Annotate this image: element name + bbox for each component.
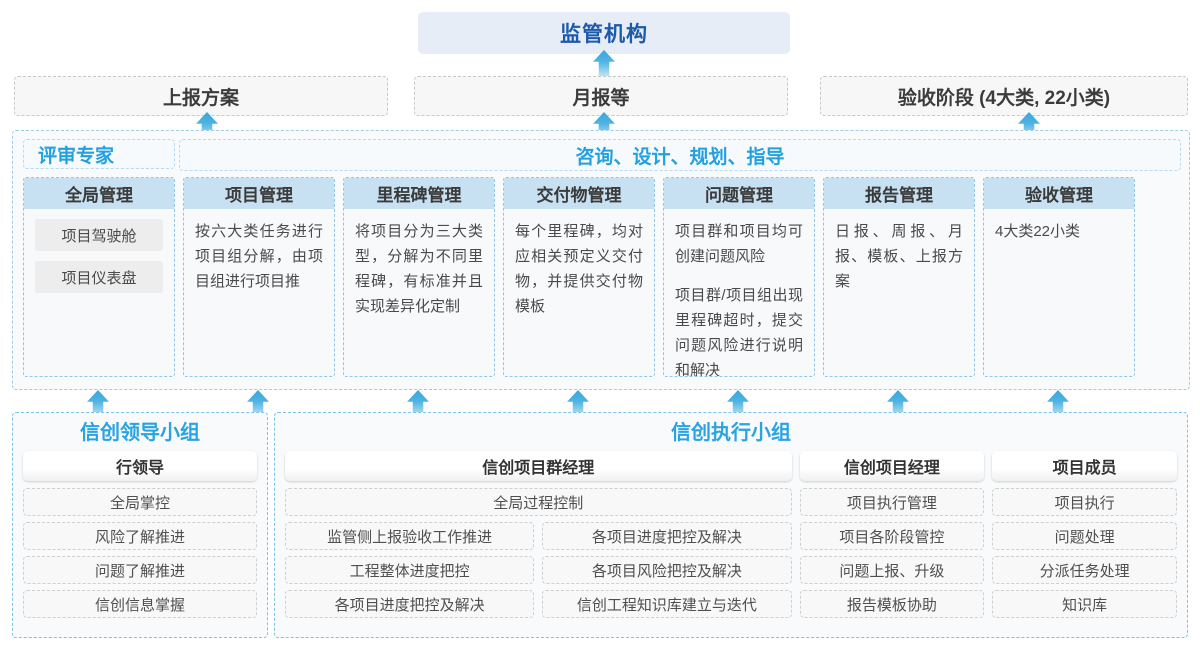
card-body: 4大类22小类 xyxy=(984,209,1134,244)
card-pill[interactable]: 项目驾驶舱 xyxy=(35,219,163,251)
role-item[interactable]: 项目执行 xyxy=(992,488,1177,516)
column-project-manager: 信创项目经理 项目执行管理 项目各阶段管控 问题上报、升级 报告模板协助 xyxy=(799,451,985,624)
regulator-label: 监管机构 xyxy=(560,23,648,46)
role-item[interactable]: 问题了解推进 xyxy=(23,556,257,584)
role-item[interactable]: 报告模板协助 xyxy=(799,590,985,618)
role-item[interactable]: 知识库 xyxy=(992,590,1177,618)
card-body: 项目驾驶舱 项目仪表盘 xyxy=(24,209,174,293)
role-item[interactable]: 项目各阶段管控 xyxy=(799,522,985,550)
execution-columns: 信创项目群经理 全局过程控制 监管侧上报验收工作推进 工程整体进度把控 各项目进… xyxy=(285,451,1177,624)
card-desc: 4大类22小类 xyxy=(995,223,1081,240)
section-label-review-experts: 评审专家 xyxy=(23,139,175,169)
card-title: 全局管理 xyxy=(24,178,174,209)
card-title: 报告管理 xyxy=(824,178,974,209)
card-body: 按六大类任务进行项目组分解，由项目组进行项目推 xyxy=(184,209,334,294)
leading-group-panel: 信创领导小组 行领导 全局掌控 风险了解推进 问题了解推进 信创信息掌握 xyxy=(12,412,268,638)
capability-card-issue[interactable]: 问题管理 项目群和项目均可创建问题风险 项目群/项目组出现里程碑超时，提交问题风… xyxy=(663,177,815,377)
deliverable-box-monthly: 月报等 xyxy=(414,76,788,116)
leading-group-title: 信创领导小组 xyxy=(80,422,200,444)
card-desc: 将项目分为三大类型，分解为不同里程碑，有标准并且实现差异化定制 xyxy=(355,223,483,315)
deliverable-box-plan: 上报方案 xyxy=(14,76,388,116)
role-item[interactable]: 全局过程控制 xyxy=(285,488,792,516)
role-item[interactable]: 各项目进度把控及解决 xyxy=(285,590,535,618)
deliverable-label-2: 验收阶段 (4大类, 22小类) xyxy=(897,87,1111,109)
role-item[interactable]: 问题处理 xyxy=(992,522,1177,550)
card-title: 里程碑管理 xyxy=(344,178,494,209)
capability-card-milestone[interactable]: 里程碑管理 将项目分为三大类型，分解为不同里程碑，有标准并且实现差异化定制 xyxy=(343,177,495,377)
role-item[interactable]: 问题上报、升级 xyxy=(799,556,985,584)
capability-card-report[interactable]: 报告管理 日报、周报、月报、模板、上报方案 xyxy=(823,177,975,377)
role-item[interactable]: 信创信息掌握 xyxy=(23,590,257,618)
card-desc: 按六大类任务进行项目组分解，由项目组进行项目推 xyxy=(195,223,323,290)
program-manager-left-list: 监管侧上报验收工作推进 工程整体进度把控 各项目进度把控及解决 xyxy=(285,522,535,624)
column-project-member: 项目成员 项目执行 问题处理 分派任务处理 知识库 xyxy=(992,451,1177,624)
card-body: 每个里程碑，均对应相关预定义交付物，并提供交付物模板 xyxy=(504,209,654,319)
card-pill[interactable]: 项目仪表盘 xyxy=(35,261,163,293)
regulator-banner: 监管机构 xyxy=(418,12,790,54)
deliverable-label-1: 月报等 xyxy=(572,87,630,109)
execution-group-title: 信创执行小组 xyxy=(671,422,791,444)
capability-card-project[interactable]: 项目管理 按六大类任务进行项目组分解，由项目组进行项目推 xyxy=(183,177,335,377)
deliverable-label-0: 上报方案 xyxy=(162,87,239,109)
role-header-program-manager[interactable]: 信创项目群经理 xyxy=(285,451,792,481)
role-item[interactable]: 分派任务处理 xyxy=(992,556,1177,584)
role-item[interactable]: 项目执行管理 xyxy=(799,488,985,516)
capability-card-global[interactable]: 全局管理 项目驾驶舱 项目仪表盘 xyxy=(23,177,175,377)
card-desc: 日报、周报、月报、模板、上报方案 xyxy=(835,223,963,290)
role-item[interactable]: 各项目进度把控及解决 xyxy=(542,522,792,550)
card-body: 将项目分为三大类型，分解为不同里程碑，有标准并且实现差异化定制 xyxy=(344,209,494,319)
card-body: 日报、周报、月报、模板、上报方案 xyxy=(824,209,974,294)
role-item[interactable]: 信创工程知识库建立与迭代 xyxy=(542,590,792,618)
program-manager-split: 监管侧上报验收工作推进 工程整体进度把控 各项目进度把控及解决 各项目进度把控及… xyxy=(285,522,792,624)
card-desc: 项目群和项目均可创建问题风险 xyxy=(675,223,803,265)
card-desc: 项目群/项目组出现里程碑超时，提交问题风险进行说明和解决 xyxy=(675,287,803,377)
execution-group-panel: 信创执行小组 信创项目群经理 全局过程控制 监管侧上报验收工作推进 工程整体进度… xyxy=(274,412,1188,638)
capability-section: 评审专家 咨询、设计、规划、指导 全局管理 项目驾驶舱 项目仪表盘 项目管理 按… xyxy=(12,130,1190,390)
role-header-project-manager[interactable]: 信创项目经理 xyxy=(799,451,985,481)
role-header-bank-leader[interactable]: 行领导 xyxy=(23,451,257,481)
role-item[interactable]: 全局掌控 xyxy=(23,488,257,516)
capability-card-acceptance[interactable]: 验收管理 4大类22小类 xyxy=(983,177,1135,377)
section-label-text-1: 咨询、设计、规划、指导 xyxy=(575,146,785,168)
section-label-text-0: 评审专家 xyxy=(38,145,115,167)
deliverable-box-acceptance: 验收阶段 (4大类, 22小类) xyxy=(820,76,1188,116)
role-item[interactable]: 各项目风险把控及解决 xyxy=(542,556,792,584)
capability-card-deliverable[interactable]: 交付物管理 每个里程碑，均对应相关预定义交付物，并提供交付物模板 xyxy=(503,177,655,377)
role-item[interactable]: 风险了解推进 xyxy=(23,522,257,550)
card-body: 项目群和项目均可创建问题风险 项目群/项目组出现里程碑超时，提交问题风险进行说明… xyxy=(664,209,814,377)
card-title: 交付物管理 xyxy=(504,178,654,209)
card-desc: 每个里程碑，均对应相关预定义交付物，并提供交付物模板 xyxy=(515,223,643,315)
program-manager-right-list: 各项目进度把控及解决 各项目风险把控及解决 信创工程知识库建立与迭代 xyxy=(542,522,792,624)
section-label-consulting: 咨询、设计、规划、指导 xyxy=(179,139,1181,171)
column-program-manager: 信创项目群经理 全局过程控制 监管侧上报验收工作推进 工程整体进度把控 各项目进… xyxy=(285,451,792,624)
card-title: 项目管理 xyxy=(184,178,334,209)
role-header-project-member[interactable]: 项目成员 xyxy=(992,451,1177,481)
role-item[interactable]: 监管侧上报验收工作推进 xyxy=(285,522,535,550)
card-title: 问题管理 xyxy=(664,178,814,209)
role-item[interactable]: 工程整体进度把控 xyxy=(285,556,535,584)
card-title: 验收管理 xyxy=(984,178,1134,209)
